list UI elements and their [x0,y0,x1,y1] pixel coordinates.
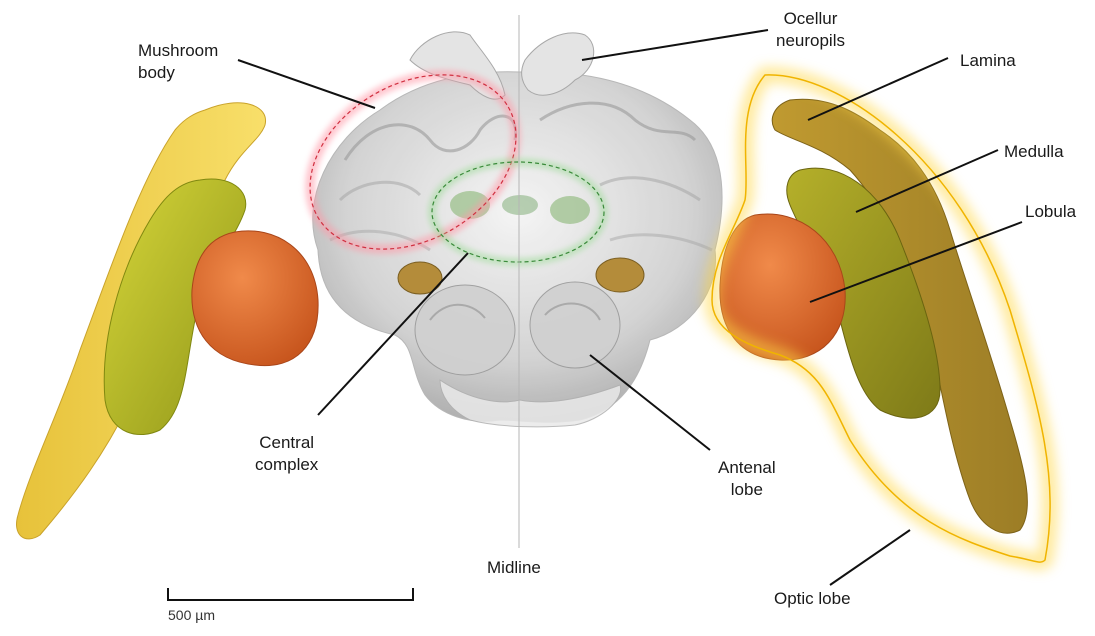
label-midline: Midline [487,557,541,579]
label-lamina: Lamina [960,50,1016,72]
label-antenal-lobe: Antenal lobe [718,457,776,501]
leader-optic-lobe [830,530,910,585]
label-medulla: Medulla [1004,141,1064,163]
label-lobula: Lobula [1025,201,1076,223]
leader-mushroom-body [238,60,375,108]
label-optic-lobe: Optic lobe [774,588,851,610]
scale-bar-label: 500 µm [168,607,215,623]
label-mushroom-body: Mushroom body [138,40,218,84]
scale-bar [168,588,413,601]
label-ocellur-neuropils: Ocellur neuropils [776,8,845,52]
leader-ocellur-neuropils [582,30,768,60]
label-central-complex: Central complex [255,432,318,476]
